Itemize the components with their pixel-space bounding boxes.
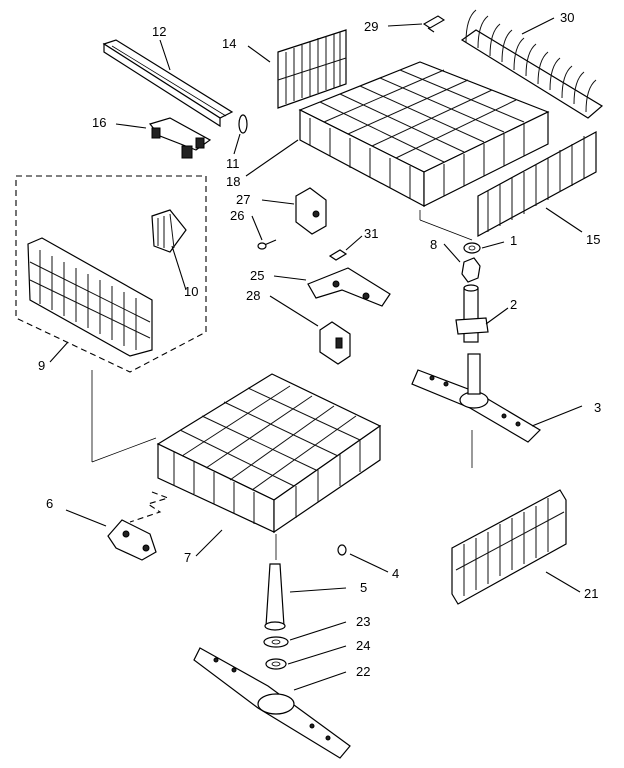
callout-5: 5 (360, 580, 367, 595)
part-1-washer (463, 242, 481, 254)
part-30-tine-rack (460, 9, 604, 119)
callout-4: 4 (392, 566, 399, 581)
part-18-upper-rack (298, 61, 550, 207)
callout-8: 8 (430, 237, 437, 252)
callout-16: 16 (92, 115, 106, 130)
callout-1: 1 (510, 233, 517, 248)
callout-23: 23 (356, 614, 370, 629)
callout-31: 31 (364, 226, 378, 241)
part-10-panel (151, 209, 187, 253)
callout-11: 11 (226, 156, 240, 171)
callout-9: 9 (38, 358, 45, 373)
part-29-hook (422, 15, 446, 33)
callout-24: 24 (356, 638, 370, 653)
part-22-spray-arm (193, 647, 351, 759)
callout-22: 22 (356, 664, 370, 679)
part-12-rail (102, 39, 234, 128)
part-23-washer (263, 636, 289, 648)
callout-26: 26 (230, 208, 244, 223)
callout-12: 12 (152, 24, 166, 39)
part-21-basket (451, 489, 567, 605)
part-7-lower-rack (156, 373, 382, 534)
part-16-bracket (148, 117, 212, 159)
callout-labels: 12 14 29 30 16 11 18 27 26 31 25 28 8 1 … (38, 10, 601, 679)
callout-29: 29 (364, 19, 378, 34)
part-11-clip (238, 114, 248, 134)
part-28-block (319, 321, 351, 365)
callout-18: 18 (226, 174, 240, 189)
part-6-bracket (107, 519, 157, 561)
part-5-tube (264, 563, 286, 631)
part-14-tines (277, 29, 347, 109)
part-31-clip (328, 249, 348, 261)
leader-lines (49, 17, 583, 691)
part-2-tube (455, 284, 489, 343)
silverware-basket (27, 237, 153, 357)
callout-7: 7 (184, 550, 191, 565)
callout-6: 6 (46, 496, 53, 511)
callout-2: 2 (510, 297, 517, 312)
callout-14: 14 (222, 36, 236, 51)
callout-10: 10 (184, 284, 198, 299)
part-3-spray-arm (411, 353, 541, 443)
part-15-tines (477, 130, 597, 238)
part-27-bracket (295, 187, 327, 235)
callout-3: 3 (594, 400, 601, 415)
callout-28: 28 (246, 288, 260, 303)
part-25-arm (307, 267, 391, 307)
callout-21: 21 (584, 586, 598, 601)
part-8-nut (461, 257, 481, 283)
part-26-screw (257, 239, 277, 250)
callout-25: 25 (250, 268, 264, 283)
callout-27: 27 (236, 192, 250, 207)
callout-30: 30 (560, 10, 574, 25)
part-9-group-box (15, 175, 207, 373)
part-4-item (337, 544, 347, 556)
callout-15: 15 (586, 232, 600, 247)
assembly-lines (91, 210, 473, 560)
part-24-washer (265, 658, 287, 670)
